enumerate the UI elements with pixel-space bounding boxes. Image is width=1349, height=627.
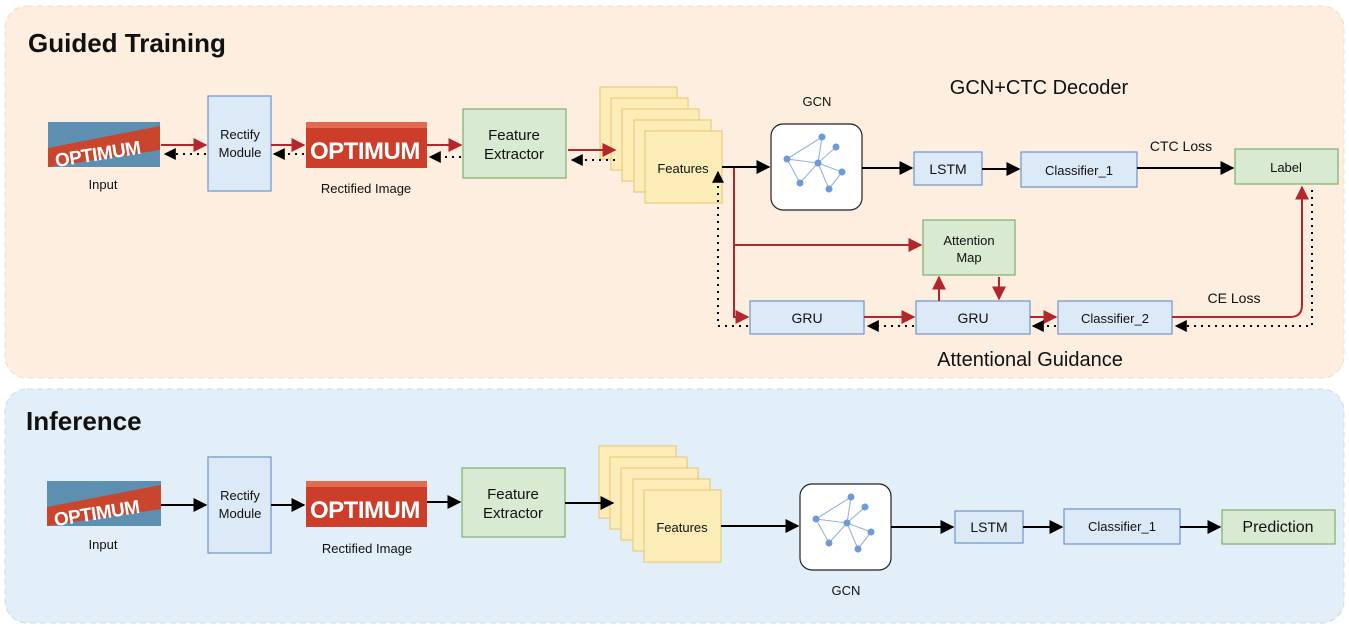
training-rectified-label: Rectified Image: [321, 181, 411, 196]
training-feature-extractor: [462, 108, 567, 179]
guidance-title: Attentional Guidance: [937, 349, 1123, 371]
training-classifier1: [1020, 151, 1138, 188]
inference-classifier1-label: Classifier_1: [1088, 519, 1156, 534]
label-box-text: Label: [1270, 160, 1302, 175]
prediction-box: [1221, 509, 1336, 545]
svg-text:OPTIMUM: OPTIMUM: [310, 497, 420, 524]
inference-lstm-label: LSTM: [970, 519, 1007, 535]
attention-map-line2: Map: [956, 250, 981, 265]
gru-1: [749, 300, 865, 335]
training-lstm-label: LSTM: [929, 161, 966, 177]
training-decoder-arrows: [722, 160, 1235, 176]
training-rectify-line1: Rectify: [220, 127, 260, 142]
training-rectify-module: [207, 95, 272, 192]
inference-features-label: Features: [656, 520, 708, 535]
label-box: [1234, 148, 1339, 185]
training-rectify-line2: Module: [219, 145, 262, 160]
attention-map: [922, 219, 1016, 276]
inference-rectify-module: [207, 456, 272, 554]
training-gcn-graph: [770, 123, 863, 211]
decoder-title: GCN+CTC Decoder: [950, 77, 1129, 99]
training-input-image: OPTIMUM: [48, 122, 160, 172]
training-input-label: Input: [89, 177, 118, 192]
training-title: Guided Training: [28, 28, 226, 58]
inference-gcn-graph: [799, 483, 892, 571]
attention-map-line1: Attention: [943, 233, 994, 248]
inference-rectified-label: Rectified Image: [322, 541, 412, 556]
training-gcn-label: GCN: [803, 94, 832, 109]
inference-classifier1: [1063, 508, 1181, 545]
gru-2: [915, 300, 1031, 335]
training-classifier2-label: Classifier_2: [1081, 311, 1149, 326]
inference-features-stack: [598, 445, 722, 563]
inference-arrows: [161, 495, 1222, 534]
svg-text:OPTIMUM: OPTIMUM: [310, 138, 420, 165]
training-rectified-image: OPTIMUM: [306, 122, 427, 168]
inference-input-image: OPTIMUM: [47, 481, 161, 531]
inference-fe-line1: Feature: [487, 486, 539, 503]
inference-title: Inference: [26, 406, 142, 436]
gru-2-label: GRU: [957, 310, 988, 326]
training-lstm: [913, 151, 983, 186]
inference-rectify-line2: Module: [219, 506, 262, 521]
ctc-loss-label: CTC Loss: [1150, 138, 1212, 154]
training-fe-line1: Feature: [488, 127, 540, 144]
inference-rectify-line1: Rectify: [220, 488, 260, 503]
training-classifier1-label: Classifier_1: [1045, 163, 1113, 178]
inference-gcn-label: GCN: [832, 583, 861, 598]
ce-loss-label: CE Loss: [1208, 290, 1261, 306]
prediction-label: Prediction: [1242, 519, 1313, 536]
gru-1-label: GRU: [791, 310, 822, 326]
training-features-label: Features: [657, 161, 709, 176]
training-fe-line2: Extractor: [484, 146, 544, 163]
inference-input-label: Input: [89, 537, 118, 552]
inference-rectified-image: OPTIMUM: [306, 481, 427, 527]
training-features-stack: [599, 86, 723, 204]
inference-feature-extractor: [461, 467, 566, 538]
inference-fe-line2: Extractor: [483, 505, 543, 522]
training-forward-arrows: [161, 138, 1309, 324]
training-backward-arrows: [163, 148, 1313, 332]
